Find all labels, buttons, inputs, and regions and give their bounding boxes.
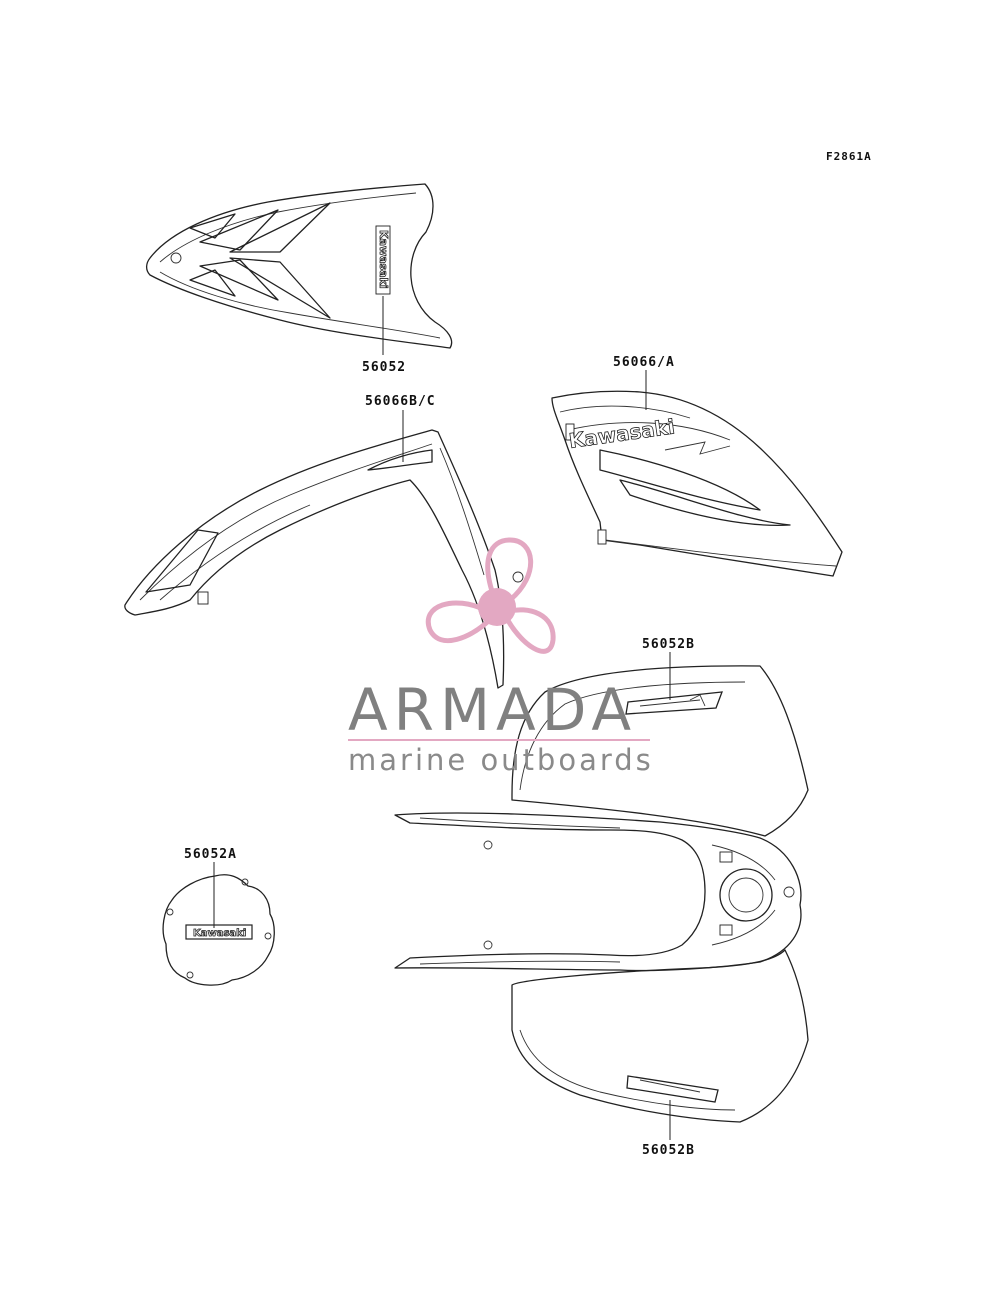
figure-code: F2861A — [826, 150, 872, 163]
rear-fender — [394, 652, 809, 1140]
front-fender: Kawasaki — [145, 183, 453, 355]
watermark-subtitle: marine outboards — [348, 743, 654, 777]
watermark: ARMADA marine outboards — [348, 537, 654, 777]
propeller-logo-icon — [425, 537, 556, 654]
side-panel-decal-text: Kawasaki — [567, 414, 676, 453]
part-label-56066-a: 56066/A — [613, 355, 675, 370]
side-panel-left: Kawasaki — [551, 370, 843, 577]
stator-decal-text: Kawasaki — [193, 928, 246, 939]
watermark-title: ARMADA — [348, 676, 637, 744]
side-fender-right — [124, 410, 524, 689]
stator-cover: Kawasaki — [162, 862, 275, 986]
part-label-56052a: 56052A — [184, 847, 237, 862]
part-label-56052: 56052 — [362, 360, 406, 375]
part-label-56052b-lower: 56052B — [642, 1143, 695, 1158]
part-label-56052b-upper: 56052B — [642, 637, 695, 652]
part-label-56066b-c: 56066B/C — [365, 394, 436, 409]
fender-decal-text: Kawasaki — [377, 230, 390, 289]
